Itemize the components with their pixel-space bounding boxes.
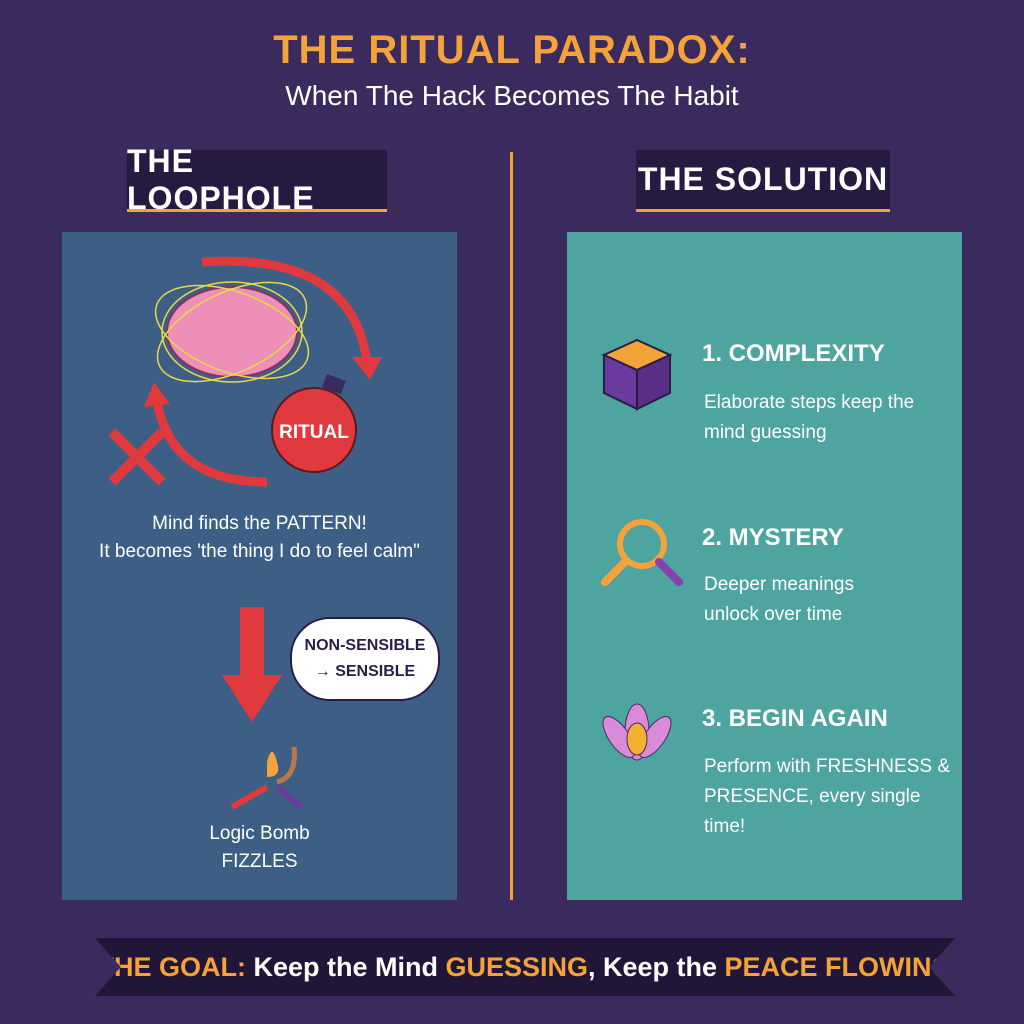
fizzled-fuse-icon [230,746,304,810]
brain-icon [154,281,310,383]
center-divider [510,152,513,900]
goal-guessing: GUESSING [445,951,588,982]
loop-arrow-icon [144,256,382,487]
goal-banner: THE GOAL: Keep the Mind GUESSING , Keep … [95,938,955,996]
goal-label: THE GOAL: [97,951,246,982]
thought-line-1: NON-SENSIBLE [304,637,426,654]
pattern-text-1: Mind finds the PATTERN! [152,513,367,534]
solution-panel: 1. COMPLEXITY Elaborate steps keep the m… [567,232,962,900]
solution-heading: THE SOLUTION [636,150,890,212]
puzzle-cube-icon [602,338,672,411]
solution-title-1: 1. COMPLEXITY [702,340,885,367]
solution-desc-3: Perform with FRESHNESS & PRESENCE, every… [704,756,950,837]
goal-text-1: Keep the Mind [245,951,446,982]
page-title: THE RITUAL PARADOX: [273,28,751,72]
lotus-icon [602,703,672,761]
result-text-1: Logic Bomb [209,823,310,844]
thought-line-2: → SENSIBLE [314,663,416,680]
thought-bubble: NON-SENSIBLE → SENSIBLE [290,617,440,701]
pattern-text-2: It becomes 'the thing I do to feel calm" [99,541,420,562]
page-subtitle: When The Hack Becomes The Habit [285,80,739,111]
solution-title-2: 2. MYSTERY [702,524,844,551]
bomb-icon [271,374,357,473]
magnifier-icon [601,519,683,586]
bomb-label: RITUAL [279,422,349,443]
x-mark-icon [108,428,166,486]
goal-text-2: , Keep the [588,951,725,982]
goal-peace: PEACE FLOWING [724,951,953,982]
solution-title-3: 3. BEGIN AGAIN [702,705,888,732]
solution-desc-2: Deeper meanings unlock over time [704,574,854,625]
loophole-panel: RITUAL Mind finds the PATTERN! It become… [62,232,457,900]
down-arrow-icon [222,607,282,722]
result-text-2: FIZZLES [221,851,298,872]
brain-loop-illustration [108,256,382,487]
solution-desc-1: Elaborate steps keep the mind guessing [704,392,915,443]
loophole-heading: THE LOOPHOLE [127,143,387,216]
